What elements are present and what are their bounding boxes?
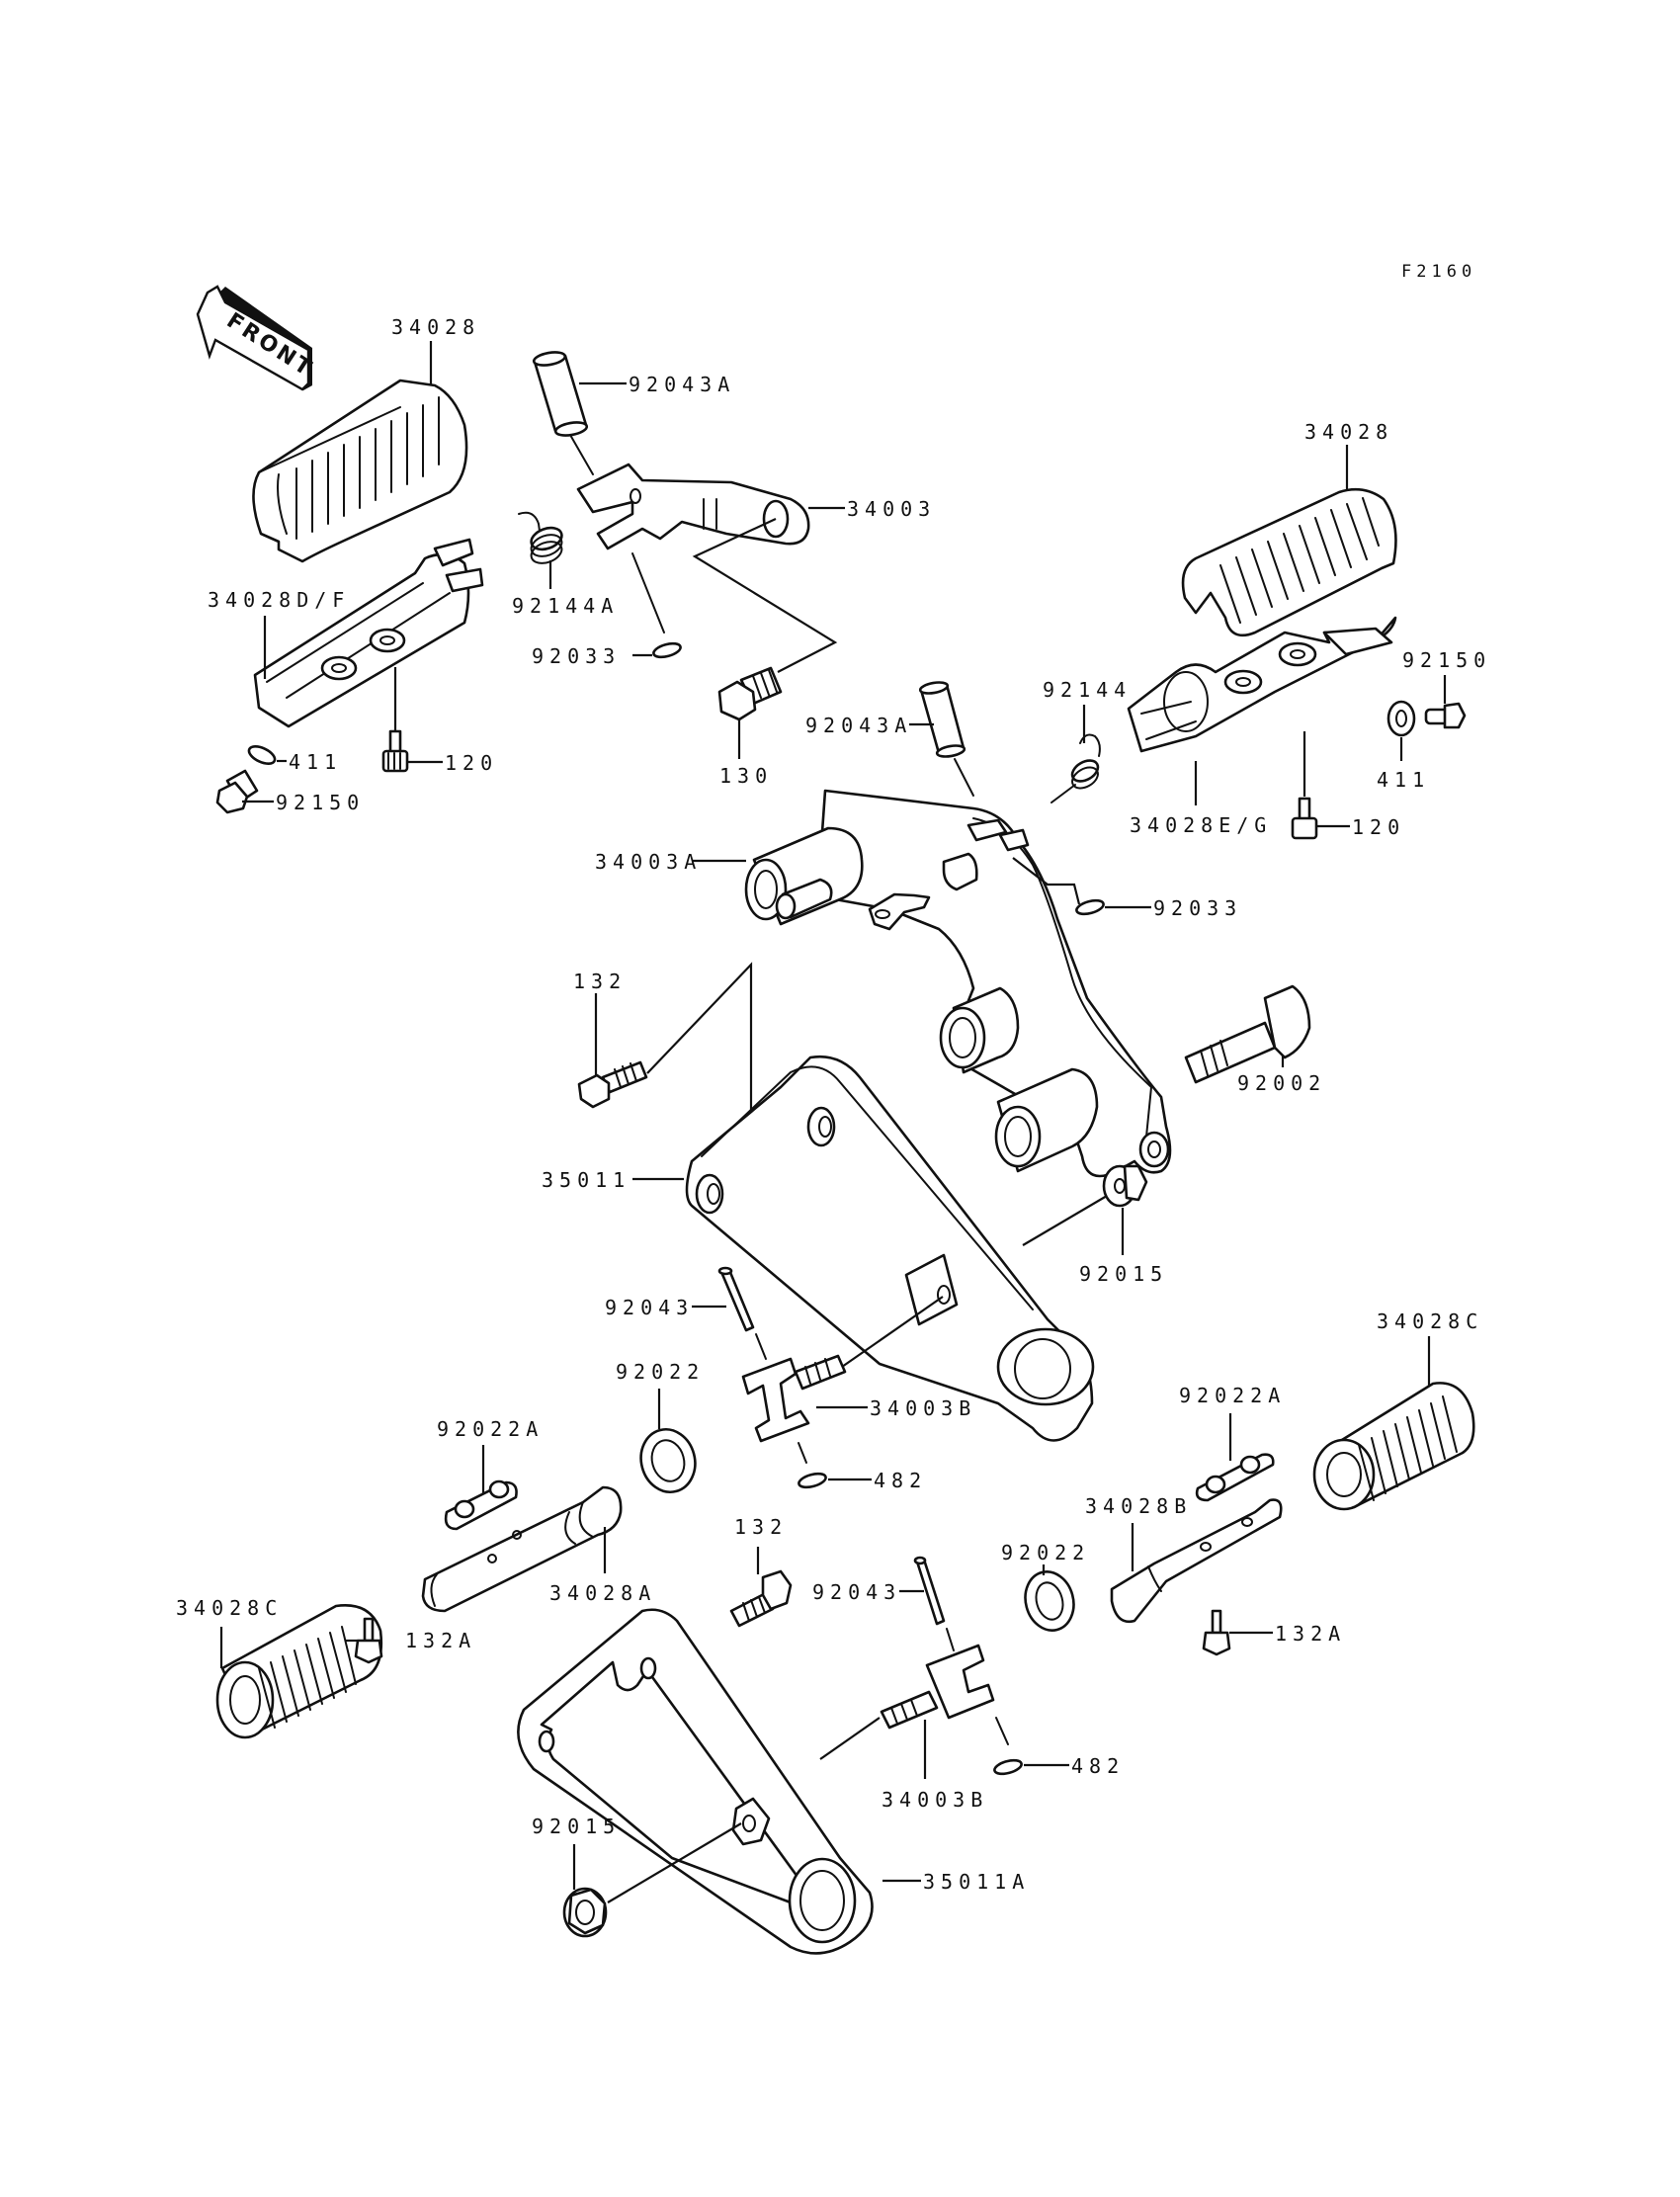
part-label-92015-mid: 92015: [1079, 1262, 1168, 1286]
part-label-92043A-top: 92043A: [629, 373, 735, 396]
part-label-120-left: 120: [445, 751, 498, 775]
part-label-92043-lower: 92043: [812, 1580, 901, 1604]
pin-92043A-top: [532, 351, 589, 437]
part-label-35011A: 35011A: [923, 1870, 1030, 1894]
part-label-92002: 92002: [1237, 1071, 1326, 1095]
screw-120-left: [381, 729, 409, 773]
footpeg-bracket-34028DF: [253, 538, 484, 728]
part-label-92022A-left: 92022A: [437, 1417, 544, 1441]
washer-92022-left: [639, 1428, 697, 1493]
footpeg-rubber-top-left: [252, 379, 468, 563]
footpeg-bracket-34028EG: [1127, 616, 1397, 753]
bolt-132-mid: [729, 1569, 793, 1628]
part-label-92022A-right: 92022A: [1179, 1384, 1286, 1407]
part-label-132-top: 132: [573, 970, 627, 993]
spring-92144: [1050, 733, 1101, 803]
plate-92022A-left: [444, 1479, 518, 1531]
part-label-34003: 34003: [847, 497, 936, 521]
part-label-92150-right: 92150: [1402, 648, 1491, 672]
part-label-34028EG: 34028E/G: [1130, 813, 1272, 837]
footpeg-rubber-top-right: [1181, 487, 1397, 637]
pin-92043A-mid: [918, 681, 966, 758]
bolt-92150-left: [215, 769, 259, 814]
part-label-92144: 92144: [1043, 678, 1132, 702]
part-label-482-top: 482: [874, 1469, 927, 1492]
part-label-482-lower: 482: [1071, 1754, 1125, 1778]
part-label-92015-lower: 92015: [532, 1815, 621, 1838]
main-bracket-34003A: [744, 789, 1172, 1178]
pivot-arm-34003: [576, 463, 810, 550]
footpeg-shaft-34028A: [421, 1485, 623, 1613]
footpeg-rubber-34028C-right: [1312, 1382, 1475, 1511]
nut-92015-mid: [1102, 1164, 1148, 1208]
washer-92022-right: [1024, 1570, 1075, 1632]
screw-120-right: [1291, 797, 1318, 840]
part-label-411-left: 411: [289, 750, 342, 774]
part-label-92033-left: 92033: [532, 644, 621, 668]
part-label-411-right: 411: [1377, 768, 1430, 792]
footpeg-shaft-34028B: [1110, 1498, 1283, 1624]
part-label-92022-left: 92022: [616, 1360, 705, 1384]
clevis-34003B-lower: [880, 1644, 995, 1730]
bolt-92150-right: [1424, 702, 1467, 729]
part-label-34028C-right: 34028C: [1377, 1310, 1483, 1333]
part-label-132A-left: 132A: [405, 1629, 476, 1652]
figure-id: F2160: [1401, 262, 1476, 282]
cotter-pin-92033-right: [1075, 898, 1105, 916]
part-label-34028DF: 34028D/F: [208, 588, 350, 612]
bolt-132A-right: [1202, 1609, 1231, 1656]
bolt-130: [717, 666, 783, 721]
hanger-plate-35011: [685, 1055, 1095, 1442]
part-label-130: 130: [719, 764, 773, 788]
part-label-92043A-mid: 92043A: [805, 714, 912, 737]
bolt-132-top: [577, 1060, 648, 1109]
bolt-132A-left: [354, 1617, 383, 1664]
part-label-34028C-left: 34028C: [176, 1596, 283, 1620]
part-label-132A-right: 132A: [1275, 1622, 1346, 1646]
part-label-34028-top-right: 34028: [1304, 420, 1393, 444]
clevis-34003B-top: [741, 1354, 847, 1443]
cotter-pin-482-top: [798, 1472, 827, 1489]
spring-92144A: [518, 511, 563, 564]
part-label-35011: 35011: [542, 1168, 630, 1192]
part-label-34028B: 34028B: [1085, 1494, 1192, 1518]
part-label-92150-left: 92150: [276, 791, 365, 814]
part-label-92144A: 92144A: [512, 594, 619, 618]
pin-92043-lower: [913, 1556, 946, 1626]
part-label-92033-right: 92033: [1153, 896, 1242, 920]
washer-411-left: [247, 745, 277, 765]
plate-92022A-right: [1195, 1453, 1275, 1502]
part-label-132-mid: 132: [734, 1515, 788, 1539]
part-label-92022-right: 92022: [1001, 1541, 1090, 1564]
pin-92043-mid: [717, 1266, 755, 1332]
part-label-34028-top-left: 34028: [391, 315, 480, 339]
cotter-pin-92033-left: [652, 641, 682, 659]
part-label-120-right: 120: [1352, 815, 1405, 839]
cotter-pin-482-lower: [993, 1758, 1023, 1776]
part-label-34003A: 34003A: [595, 850, 702, 874]
hanger-plate-35011A: [517, 1608, 874, 1955]
part-label-34003B-top: 34003B: [870, 1396, 976, 1420]
part-label-34003B-lower: 34003B: [882, 1788, 988, 1812]
front-direction-arrow-icon: FRONT: [196, 285, 317, 391]
nut-92015-lower: [562, 1887, 608, 1938]
washer-411-right: [1386, 700, 1416, 737]
part-label-92043-mid: 92043: [605, 1296, 694, 1319]
bolt-92002: [1184, 984, 1311, 1084]
part-label-34028A: 34028A: [549, 1581, 656, 1605]
footpeg-rubber-34028C-left: [215, 1603, 383, 1739]
